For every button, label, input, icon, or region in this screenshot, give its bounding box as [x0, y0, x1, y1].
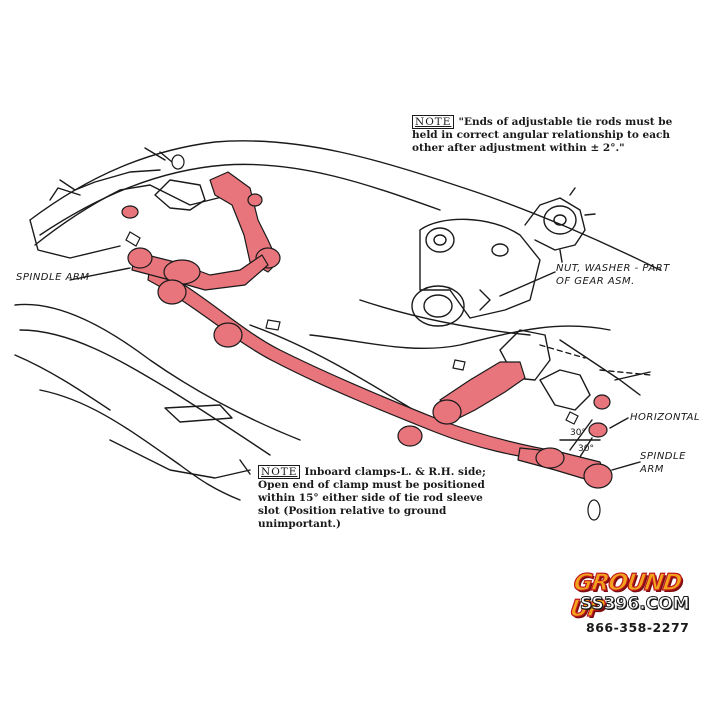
frame-curve-left-2	[49, 187, 81, 201]
note-tag: NOTE	[412, 115, 455, 129]
note-tag: NOTE	[258, 465, 301, 479]
pointer-nut-right	[614, 371, 651, 381]
pitman-ball	[432, 399, 462, 425]
note-text: Inboard clamps-L. & R.H. side; Open end …	[258, 466, 486, 530]
right-tie-rod-end	[583, 463, 613, 489]
frame-bottom-plate	[109, 439, 251, 479]
label-angle-b: 30°	[578, 444, 594, 454]
note-text: "Ends of adjustable tie rods must be hel…	[412, 116, 673, 154]
label-spindle-arm-right: SPINDLE ARM	[640, 451, 686, 475]
ground-up-logo[interactable]: GROUND UP SS396.COM 866-358-2277	[568, 569, 712, 640]
frame-bracket	[164, 404, 233, 423]
bolt-bottom	[587, 499, 601, 521]
frame-right-edge	[559, 339, 641, 396]
relay-sleeve	[157, 279, 187, 305]
left-tie-rod-end	[127, 247, 153, 269]
tie-rod-linkage-highlight	[121, 171, 613, 489]
right-sleeve	[535, 447, 565, 469]
frame-curve-left	[59, 169, 161, 191]
logo-site-text: SS396.COM	[580, 594, 691, 615]
frame-crossmember	[34, 184, 231, 246]
steering-gear-housing	[411, 187, 596, 327]
cotter-pin-mid	[452, 359, 466, 371]
frame-rail-top	[29, 140, 661, 271]
nut-left-top	[121, 205, 139, 219]
angle-line-a	[569, 419, 593, 451]
frame-lower-left-2	[19, 329, 271, 456]
right-inner-joint	[397, 425, 423, 447]
nut-right	[593, 394, 611, 410]
center-link-joint	[213, 322, 243, 348]
frame-lower-left	[14, 303, 301, 441]
idler-bracket-left	[154, 179, 206, 211]
label-nut-washer: NUT, WASHER - PART OF GEAR ASM.	[556, 263, 670, 287]
cotter-pin-center	[265, 319, 281, 331]
dash-line-2	[599, 369, 651, 376]
bolt-left-top	[144, 147, 173, 163]
frame-lower-left-3	[39, 389, 241, 501]
fasteners	[125, 154, 601, 521]
pointer-nut	[499, 271, 556, 297]
frame-right-mid	[359, 299, 531, 336]
label-angle-a: 30°	[570, 428, 586, 438]
pointer-spindle-left	[69, 267, 131, 281]
cotter-pin-right	[565, 411, 579, 425]
right-clamp	[588, 422, 608, 438]
pointer-note-bottom	[239, 459, 251, 475]
cotter-pin-left	[125, 231, 141, 247]
logo-phone-number: 866-358-2277	[586, 620, 690, 635]
note-tie-rod-angle: NOTE"Ends of adjustable tie rods must be…	[412, 115, 682, 155]
right-mount-plate	[539, 369, 591, 411]
frame-lower-left-4	[14, 354, 111, 411]
nut-left-top-2	[247, 193, 263, 207]
pitman-arm	[439, 361, 526, 421]
label-horizontal: HORIZONTAL	[630, 412, 701, 423]
pointer-horizontal	[609, 417, 629, 429]
frame-side-left	[29, 219, 121, 259]
bolt-top	[171, 154, 185, 170]
pointer-spindle-right	[611, 461, 641, 471]
angle-line-b	[577, 437, 593, 461]
frame-right-lower	[309, 325, 611, 350]
dash-line	[539, 344, 586, 359]
label-spindle-arm-left: SPINDLE ARM	[16, 272, 90, 283]
